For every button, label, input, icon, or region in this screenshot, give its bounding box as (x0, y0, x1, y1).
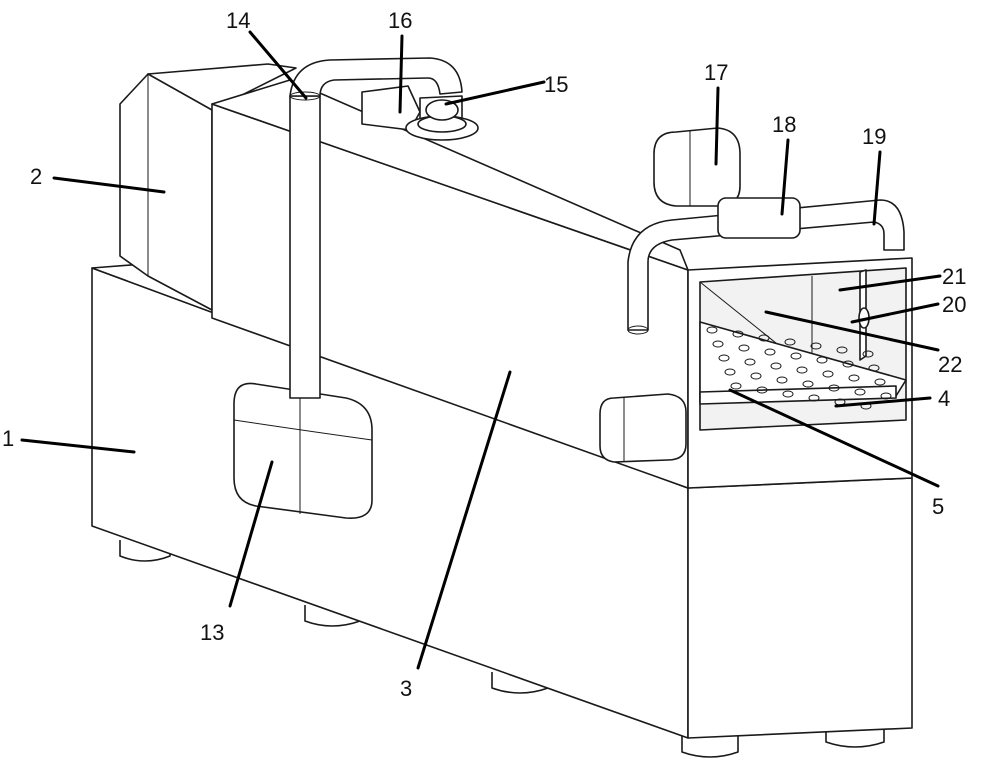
label-3: 3 (400, 676, 412, 701)
tray-hole (842, 360, 854, 368)
label-20: 20 (942, 292, 966, 317)
tray-hole (738, 344, 750, 352)
tray-hole (770, 362, 782, 370)
label-1: 1 (2, 426, 14, 451)
tray-hole (796, 366, 808, 374)
label-14: 14 (226, 8, 250, 33)
label-13: 13 (200, 620, 224, 645)
tray-hole (718, 354, 730, 362)
label-18: 18 (772, 112, 796, 137)
tray-hole (836, 346, 848, 354)
tray-hole (810, 342, 822, 350)
label-16: 16 (388, 8, 412, 33)
label-22: 22 (938, 352, 962, 377)
vertical-pipe (289, 57, 463, 399)
label-5: 5 (932, 494, 944, 519)
tray-hole (724, 368, 736, 376)
rear-housing (119, 63, 297, 311)
tray-hole (744, 358, 756, 366)
tray-hole (816, 356, 828, 364)
tray-hole (758, 334, 770, 342)
label-15: 15 (544, 72, 568, 97)
tray-hole (828, 384, 840, 392)
label-21: 21 (942, 264, 966, 289)
label-17: 17 (704, 60, 728, 85)
tray-hole (854, 388, 866, 396)
top-fittings (361, 85, 479, 141)
tray-hole (874, 378, 886, 386)
tray-hole (790, 352, 802, 360)
tray-hole (848, 374, 860, 382)
tray-hole (776, 376, 788, 384)
blower-box (233, 382, 373, 519)
tray-hole (802, 380, 814, 388)
tray-hole (880, 392, 892, 400)
tray-hole (756, 386, 768, 394)
tray-hole (822, 370, 834, 378)
tray-hole (730, 382, 742, 390)
tray-hole (706, 326, 718, 334)
side-motor (599, 393, 687, 463)
tray-hole (868, 364, 880, 372)
part-labels: 1 2 3 4 5 13 14 15 16 17 18 19 20 21 22 (2, 8, 966, 701)
tray-hole (712, 340, 724, 348)
label-4: 4 (938, 386, 950, 411)
right-pipe-assembly (627, 197, 905, 335)
tray-hole (782, 390, 794, 398)
right-fan (653, 127, 741, 207)
label-2: 2 (30, 164, 42, 189)
tray-hole (808, 394, 820, 402)
label-19: 19 (862, 124, 886, 149)
leader-lines (20, 30, 942, 670)
tray-hole (732, 330, 744, 338)
perforated-tray (699, 321, 907, 410)
upper-body (211, 79, 689, 489)
tray-hole (862, 350, 874, 358)
tray-hole (784, 338, 796, 346)
tray-hole (764, 348, 776, 356)
tray-hole (750, 372, 762, 380)
